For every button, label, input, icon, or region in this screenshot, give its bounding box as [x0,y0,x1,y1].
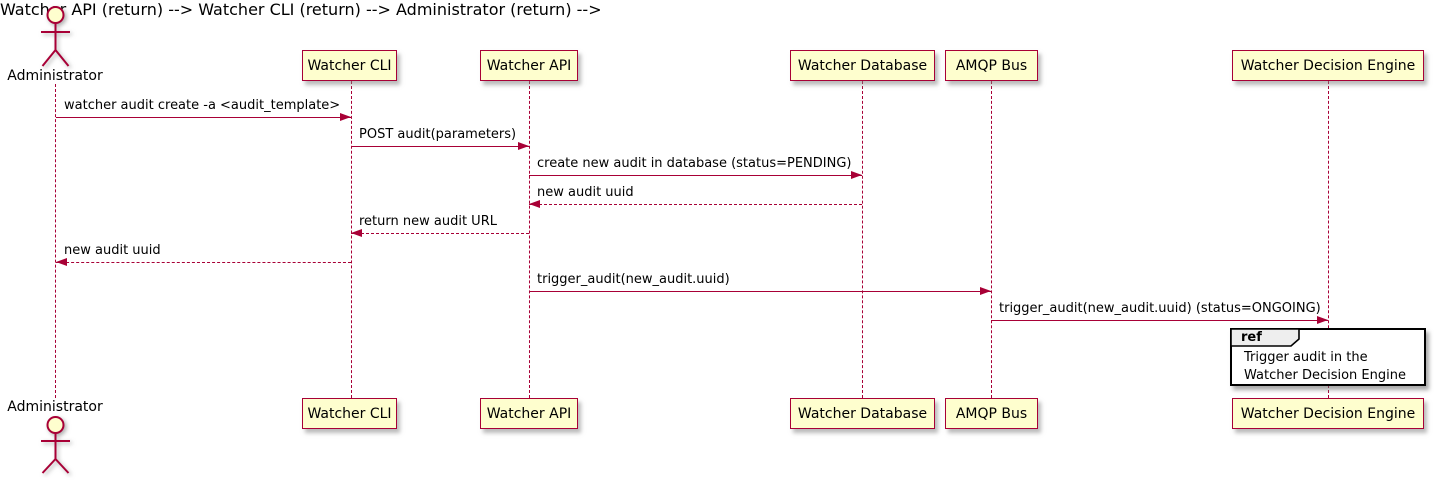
ref-text: Trigger audit in the Watcher Decision En… [1244,349,1406,385]
participant-watcher-api-bottom: Watcher API [480,398,578,429]
message-line [529,175,862,176]
actor-icon [41,416,70,474]
participant-watcher-database-bottom: Watcher Database [790,398,935,429]
message-label: watcher audit create -a <audit_template> [64,98,341,113]
arrowhead-right-icon [980,287,991,295]
lifeline-watcher-cli [351,81,352,398]
message-label: return new audit URL [359,214,497,229]
participant-watcher-decision-engine-bottom: Watcher Decision Engine [1232,398,1424,429]
lifeline-watcher-database [862,81,863,398]
participant-watcher-cli-bottom: Watcher CLI [302,398,397,429]
participant-watcher-api-top: Watcher API [480,50,578,81]
participant-watcher-database-top: Watcher Database [790,50,935,81]
message-label: trigger_audit(new_audit.uuid) [537,272,730,287]
participant-amqp-bus-top: AMQP Bus [945,50,1038,81]
message-label: create new audit in database (status=PEN… [537,156,852,171]
arrowhead-left-icon [529,200,540,208]
message-line [529,291,991,292]
lifeline-amqp-bus [991,81,992,398]
participant-amqp-bus-bottom: AMQP Bus [945,398,1038,429]
participant-watcher-cli-top: Watcher CLI [302,50,397,81]
message-label: new audit uuid [537,185,634,200]
ref-text-line1: Trigger audit in the [1244,350,1368,365]
message-label: trigger_audit(new_audit.uuid) (status=ON… [999,301,1321,316]
arrowhead-right-icon [518,142,529,150]
actor-icon [41,6,70,67]
message-line [351,146,529,147]
message-line [351,233,529,234]
arrowhead-right-icon [340,113,351,121]
lifeline-watcher-api [529,81,530,398]
message-label: new audit uuid [64,243,161,258]
message-line [56,117,351,118]
arrowhead-right-icon [851,171,862,179]
ref-text-line2: Watcher Decision Engine [1244,368,1406,383]
message-line [991,320,1328,321]
participant-watcher-decision-engine-top: Watcher Decision Engine [1232,50,1424,81]
arrowhead-left-icon [56,258,67,266]
message-label: POST audit(parameters) [359,127,517,142]
lifeline-administrator [55,84,56,398]
arrowhead-right-icon [1317,316,1328,324]
ref-fragment: ref Trigger audit in the Watcher Decisio… [1230,328,1426,386]
actor-label-top: Administrator [7,68,103,84]
lifeline-watcher-decision-engine [1328,81,1329,398]
ref-keyword: ref [1241,330,1262,345]
message-line [56,262,351,263]
ref-header-pentagon [1230,328,1300,347]
arrowhead-left-icon [351,229,362,237]
message-line [529,204,862,205]
actor-label-bottom: Administrator [7,399,103,415]
